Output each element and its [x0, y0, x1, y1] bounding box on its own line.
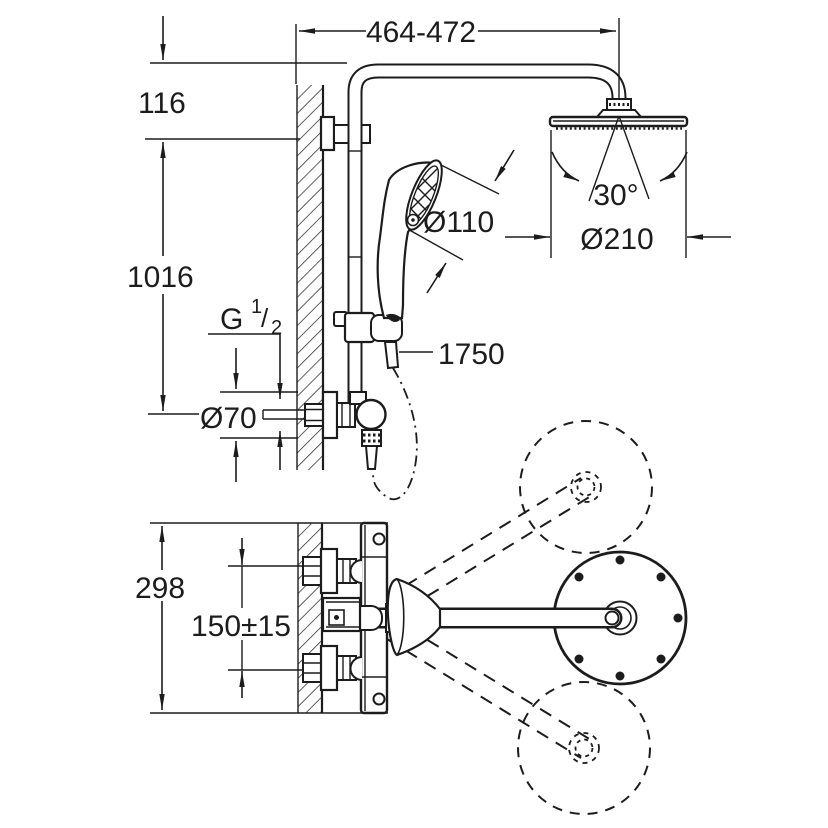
hand-shower: [376, 159, 444, 370]
front-view-dimension-lines: [145, 16, 616, 415]
wall-bracket: [319, 115, 371, 152]
dim-hose-length: 1750: [438, 338, 505, 371]
thermostat-valve-front: [262, 390, 387, 470]
dim-head-diameter: Ø210: [580, 223, 653, 256]
dim-width-range: 464-472: [366, 16, 476, 49]
head-tilt-angle-lines: [551, 115, 688, 202]
shower-riser-pipe: [347, 63, 627, 402]
shower-hose: [372, 351, 433, 501]
dim-body-height: 298: [135, 572, 185, 605]
swivel-position-dashed: [386, 420, 653, 815]
dim-hand-shower-diameter: Ø110: [423, 206, 494, 239]
dim-connection-spacing: 150±15: [191, 610, 291, 643]
wall-section-plan: [297, 523, 324, 713]
dim-riser-height: 1016: [127, 261, 194, 294]
dim-top-offset: 116: [138, 87, 186, 120]
dim-tilt-angle: 30°: [593, 179, 638, 212]
hand-shower-diameter-leaders: [403, 149, 515, 294]
head-diameter-dimension-lines: [505, 130, 731, 258]
rain-shower-head: [548, 98, 689, 130]
thread-and-escutcheon-dimension-lines: [208, 333, 298, 482]
shower-arm-plan: [321, 577, 623, 657]
dim-escutcheon-diameter: Ø70: [200, 402, 257, 435]
plan-view-dimension-lines: [150, 522, 388, 714]
